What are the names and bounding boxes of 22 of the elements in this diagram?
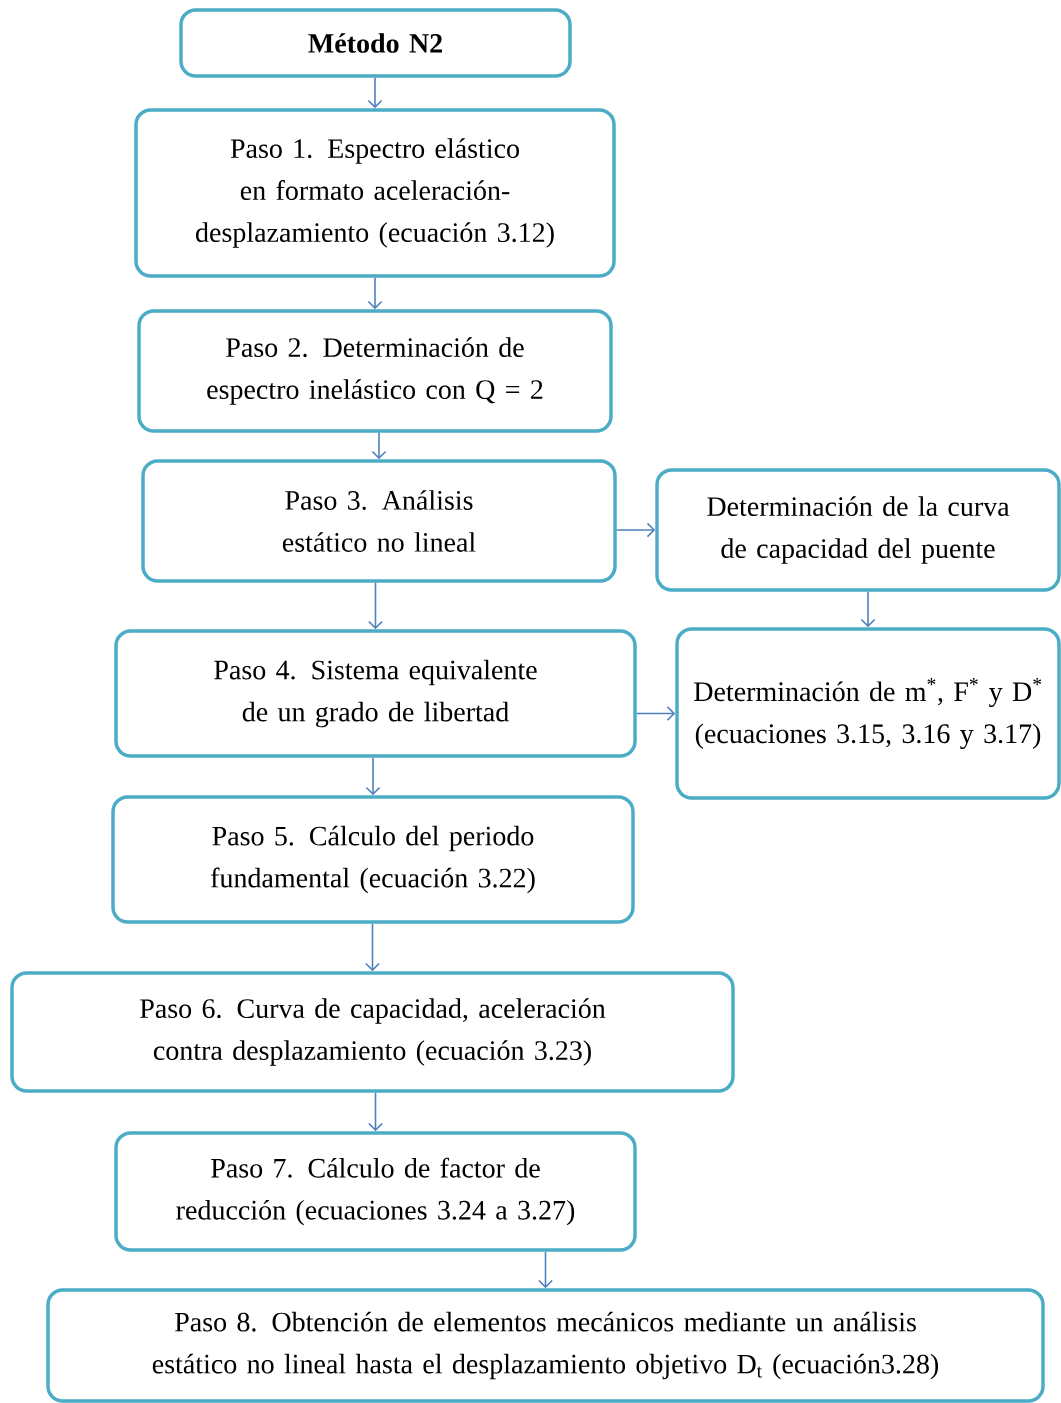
process-box: Paso 7. Cálculo de factor de reducción (ecuaciones 3.24 a 3.27) (114, 1131, 637, 1252)
process-box: Determinación de la curva de capacidad del puente (655, 468, 1061, 592)
process-box: Método N2 (179, 8, 572, 78)
arrow (368, 1091, 383, 1132)
process-box: Paso 2. Determinación de espectro inelástico con Q = 2 (137, 309, 613, 433)
process-box: Paso 8. Obtención de elementos mecánicos mediante un análisis estático no lineal hasta el desplazamiento objetivo D$_{t}$ (ecuación3.28) (46, 1288, 1045, 1403)
process-box: Paso 4. Sistema equivalente de un grado de libertad (114, 629, 637, 758)
arrow (365, 756, 381, 796)
process-box: Paso 1. Espectro elástico en formato aceleración-desplazamiento (ecuación 3.12) (134, 108, 616, 278)
arrow (371, 431, 387, 460)
process-box: Paso 3. Análisis estático no lineal (141, 459, 617, 583)
arrow (368, 581, 383, 630)
arrow (538, 1250, 553, 1289)
arrow (367, 276, 383, 310)
arrow (365, 922, 380, 972)
process-box: Paso 6. Curva de capacidad, aceleración contra desplazamiento (ecuación 3.23) (10, 971, 735, 1093)
process-box: Paso 5. Cálculo del periodo fundamental (ecuación 3.22) (111, 795, 635, 924)
arrow (367, 76, 383, 109)
arrow (615, 522, 656, 538)
arrow (635, 706, 676, 721)
arrow (860, 590, 876, 628)
process-box: Determinación de m$^{*}$, F$^{*}$ y D$^{*}$ (ecuaciones 3.15, 3.16 y 3.17) (675, 627, 1061, 800)
